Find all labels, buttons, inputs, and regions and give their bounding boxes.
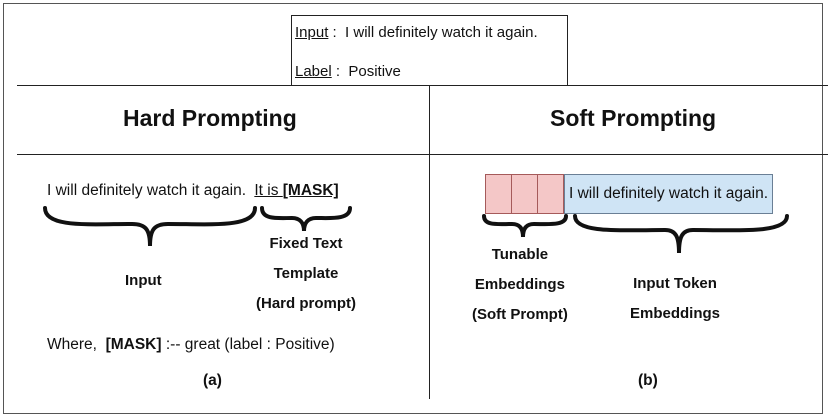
divider-center [429, 85, 430, 399]
example-box [291, 15, 568, 85]
template-label-line-1: Fixed Text [269, 235, 343, 252]
hard-prompting-heading: Hard Prompting [123, 105, 297, 131]
divider-top [17, 85, 828, 86]
caption-a: (a) [203, 372, 222, 389]
template-label-line-2: Template [273, 265, 339, 282]
label-value: Positive [348, 63, 401, 80]
soft-input-label: Input Token Embeddings [630, 269, 720, 329]
hard-input-label: Input [125, 272, 162, 289]
soft-tunable-label: Tunable Embeddings (Soft Prompt) [472, 240, 568, 330]
hard-template-label: Fixed Text Template (Hard prompt) [256, 229, 356, 319]
example-input-row: Input : I will definitely watch it again… [295, 24, 538, 41]
template-label-line-3: (Hard prompt) [256, 295, 356, 312]
hard-template-brace [260, 206, 352, 232]
divider-heading [17, 154, 828, 155]
tunable-label-line-2: Embeddings [474, 276, 565, 293]
figure-frame [3, 3, 823, 414]
soft-prompting-heading: Soft Prompting [550, 105, 717, 131]
tunable-label-line-3: (Soft Prompt) [472, 306, 568, 323]
embedding-row: I will definitely watch it again. [485, 174, 774, 214]
input-key: Input [295, 24, 329, 41]
example-label-row: Label : Positive [295, 63, 401, 80]
input-value: I will definitely watch it again. [345, 24, 538, 41]
soft-prompt-cell [511, 174, 538, 214]
tunable-label-line-1: Tunable [491, 246, 549, 263]
soft-tunable-brace [482, 214, 568, 238]
where-prefix: Where, [47, 336, 106, 353]
hard-input-brace [43, 206, 257, 247]
hard-template: It is [MASK] [254, 182, 338, 199]
mask-token: [MASK] [282, 182, 339, 199]
label-separator: : [331, 63, 349, 80]
hard-sentence: I will definitely watch it again. [47, 182, 247, 199]
where-suffix: :-- great (label : Positive) [161, 336, 335, 353]
input-separator: : [328, 24, 346, 41]
where-line: Where, [MASK] :-- great (label : Positiv… [47, 336, 335, 354]
soft-input-brace [573, 214, 789, 254]
input-token-label-line-2: Embeddings [630, 305, 721, 322]
soft-prompt-cell [537, 174, 564, 214]
label-key: Label [295, 63, 332, 80]
input-token-embeddings: I will definitely watch it again. [564, 174, 774, 214]
caption-b: (b) [638, 372, 658, 389]
hard-sentence-row: I will definitely watch it again. It is … [47, 182, 339, 200]
template-prefix: It is [254, 182, 283, 199]
where-mask: [MASK] [105, 336, 162, 353]
input-token-label-line-1: Input Token [633, 275, 717, 292]
